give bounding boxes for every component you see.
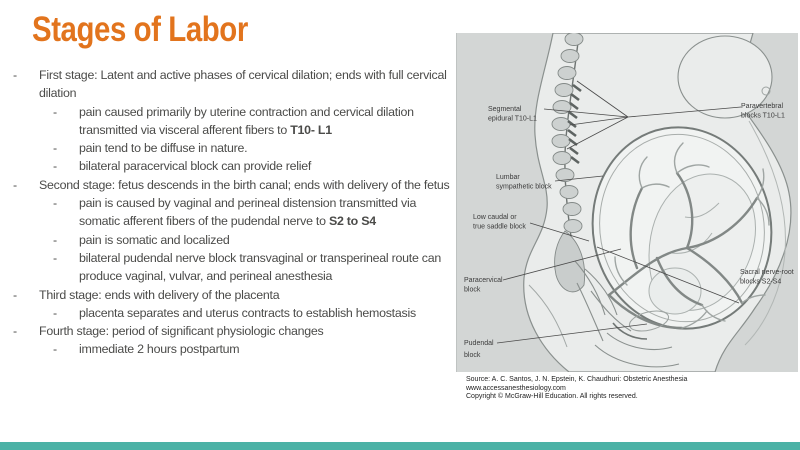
list-item-text: pain tend to be diffuse in nature. bbox=[79, 141, 248, 156]
bullet-dash: - bbox=[53, 159, 57, 174]
bullet-dash: - bbox=[53, 232, 57, 247]
pudendal-leader bbox=[496, 323, 648, 344]
credit-url-line: www.accessanesthesiology.com bbox=[466, 384, 566, 392]
list-item-text: bilateral pudendal nerve block transvagi… bbox=[79, 250, 442, 284]
lumbar-leader bbox=[554, 175, 604, 182]
pelvic-detail bbox=[574, 260, 680, 368]
list-item-text: First stage: Latent and active phases of… bbox=[39, 68, 447, 101]
figure-label-sacral-line1: Sacral nerve-root bbox=[740, 269, 794, 276]
sacral-leader bbox=[596, 246, 740, 304]
list-item-text: Third stage: ends with delivery of the p… bbox=[39, 287, 280, 302]
bullet-dash: - bbox=[53, 141, 57, 156]
list-item-text: pain is caused by vaginal and perineal d… bbox=[79, 196, 417, 229]
figure-label-lumbar-line2: sympathetic block bbox=[496, 184, 552, 191]
paravertebral-leader bbox=[627, 106, 742, 118]
bullet-dash: - bbox=[53, 104, 57, 119]
figure-label-paravertebral-line2: blocks T10-L1 bbox=[741, 113, 785, 120]
outline-list: - First stage: Latent and active phases o… bbox=[13, 66, 451, 359]
needle-fan bbox=[566, 80, 629, 150]
bullet-dash: - bbox=[13, 177, 17, 192]
fetus-figure bbox=[648, 173, 756, 315]
bullet-dash: - bbox=[53, 250, 57, 265]
paracervical-leader bbox=[502, 248, 622, 281]
anatomy-figure: Segmental epidural T10-L1 Paravertebral … bbox=[456, 33, 798, 372]
figure-label-low-caudal-line1: Low caudal or bbox=[473, 214, 517, 221]
bullet-dash: - bbox=[13, 324, 17, 339]
leader-lines bbox=[496, 80, 742, 344]
list-item-text: pain is somatic and localized bbox=[79, 232, 230, 247]
list-item: - Third stage: ends with delivery of the … bbox=[13, 286, 451, 304]
figure-label-lumbar-line1: Lumbar bbox=[496, 174, 520, 181]
list-item-text: pain caused primarily by uterine contrac… bbox=[79, 104, 414, 137]
list-item: - First stage: Latent and active phases o… bbox=[13, 66, 451, 103]
segmental-leader bbox=[543, 108, 629, 118]
spine-column bbox=[551, 33, 586, 293]
list-item: - pain caused primarily by uterine contra… bbox=[13, 103, 451, 140]
list-item-text: Second stage: fetus descends in the birt… bbox=[39, 177, 450, 192]
list-item: - pain tend to be diffuse in nature. bbox=[13, 139, 451, 157]
bullet-dash: - bbox=[13, 68, 17, 82]
list-item-text: bilateral paracervical block can provide… bbox=[79, 159, 312, 174]
list-item: - Fourth stage: period of significant phy… bbox=[13, 322, 451, 340]
figure-label-pudendal-line2: block bbox=[464, 352, 481, 359]
breast-outline bbox=[677, 35, 773, 119]
uterine-vessels bbox=[607, 142, 770, 330]
bullet-dash: - bbox=[53, 305, 57, 320]
figure-label-sacral-line2: blocks S2-S4 bbox=[740, 279, 781, 286]
figure-label-low-caudal-line2: true saddle block bbox=[473, 224, 526, 231]
list-item: - bilateral pudendal nerve block transvag… bbox=[13, 249, 451, 286]
list-item: - Second stage: fetus descends in the bir… bbox=[13, 176, 451, 194]
list-item-text: immediate 2 hours postpartum bbox=[79, 342, 240, 357]
list-item: - placenta separates and uterus contracts… bbox=[13, 304, 451, 322]
figure-label-segmental-line2: epidural T10-L1 bbox=[488, 116, 537, 123]
list-item: - immediate 2 hours postpartum bbox=[13, 340, 451, 358]
list-item: - bilateral paracervical block can provid… bbox=[13, 157, 451, 175]
figure-label-paracervical-line1: Paracervical bbox=[464, 277, 503, 284]
figure-label-pudendal-line1: Pudendal bbox=[464, 340, 494, 347]
footer-accent-bar bbox=[0, 442, 800, 450]
credit-copyright-line: Copyright © McGraw-Hill Education. All r… bbox=[466, 393, 638, 401]
bullet-dash: - bbox=[53, 196, 57, 211]
list-item-text: Fourth stage: period of significant phys… bbox=[39, 324, 324, 339]
page-title: Stages of Labor bbox=[32, 10, 248, 49]
list-item-text: placenta separates and uterus contracts … bbox=[79, 305, 416, 320]
bullet-dash: - bbox=[13, 287, 17, 302]
bullet-dash: - bbox=[53, 342, 57, 357]
epidural-hatch bbox=[567, 83, 582, 165]
list-item: - pain is caused by vaginal and perineal … bbox=[13, 194, 451, 231]
figure-label-paravertebral-line1: Paravertebral bbox=[741, 103, 783, 110]
low-caudal-leader bbox=[529, 222, 590, 242]
credit-source-line: Source: A. C. Santos, J. N. Epstein, K. … bbox=[466, 376, 688, 383]
figure-label-paracervical-line2: block bbox=[464, 287, 481, 294]
figure-label-segmental-line1: Segmental bbox=[488, 106, 522, 113]
anatomy-illustration: Segmental epidural T10-L1 Paravertebral … bbox=[457, 33, 798, 372]
list-item: - pain is somatic and localized bbox=[13, 231, 451, 249]
figure-credit: Source: A. C. Santos, J. N. Epstein, K. … bbox=[466, 376, 796, 402]
